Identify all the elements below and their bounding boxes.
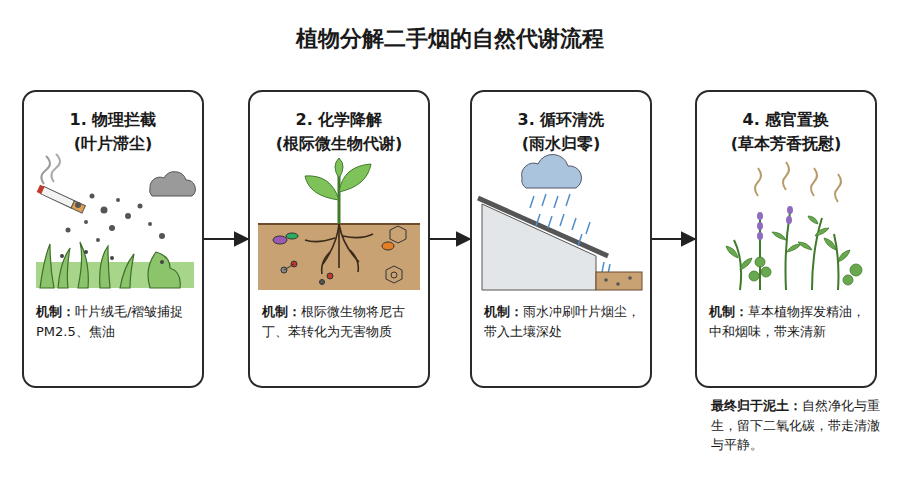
step-subheading: (草本芳香抚慰) bbox=[697, 134, 875, 155]
summary-note: 最终归于泥土：自然净化与重生，留下二氧化碳，带走清澈与平静。 bbox=[711, 396, 887, 455]
plant-root-illustration bbox=[258, 158, 420, 290]
step-heading: 4. 感官置换 bbox=[697, 110, 875, 131]
flow-arrow bbox=[430, 238, 470, 240]
mechanism-label: 机制： bbox=[262, 304, 301, 319]
flow-arrow bbox=[652, 238, 695, 240]
step-subheading: (雨水归零) bbox=[472, 134, 650, 155]
mechanism-text: 机制：雨水冲刷叶片烟尘，带入土壤深处 bbox=[484, 302, 640, 341]
flow-arrow bbox=[204, 238, 248, 240]
process-box: 2. 化学降解 (根际微生物代谢) 机制：根际微生物将尼古丁、苯转化为无害物质 bbox=[248, 90, 430, 388]
step-heading: 2. 化学降解 bbox=[250, 110, 428, 131]
smoke-illustration bbox=[36, 154, 195, 288]
step-subheading: (根际微生物代谢) bbox=[250, 134, 428, 155]
rain-illustration bbox=[478, 154, 642, 290]
step-heading: 1. 物理拦截 bbox=[24, 110, 202, 131]
mechanism-label: 机制： bbox=[484, 304, 523, 319]
mechanism-label: 机制： bbox=[36, 304, 75, 319]
step-heading: 3. 循环清洗 bbox=[472, 110, 650, 131]
process-box: 3. 循环清洗 (雨水归零) 机制：雨水冲刷叶片烟尘，带入土壤深处 bbox=[470, 90, 652, 388]
herb-illustration bbox=[726, 162, 862, 290]
note-label: 最终归于泥土： bbox=[711, 398, 802, 413]
process-box: 4. 感官置换 (草本芳香抚慰) 机制：草本植物挥发精油，中和烟味，带来清新 bbox=[695, 90, 877, 388]
diagram-title: 植物分解二手烟的自然代谢流程 bbox=[0, 24, 900, 54]
mechanism-text: 机制：根际微生物将尼古丁、苯转化为无害物质 bbox=[262, 302, 418, 341]
process-box: 1. 物理拦截 (叶片滞尘) 机制：叶片绒毛/褶皱捕捉PM2.5、焦油 bbox=[22, 90, 204, 388]
step-subheading: (叶片滞尘) bbox=[24, 134, 202, 155]
mechanism-label: 机制： bbox=[709, 304, 748, 319]
mechanism-text: 机制：叶片绒毛/褶皱捕捉PM2.5、焦油 bbox=[36, 302, 192, 341]
mechanism-text: 机制：草本植物挥发精油，中和烟味，带来清新 bbox=[709, 302, 865, 341]
